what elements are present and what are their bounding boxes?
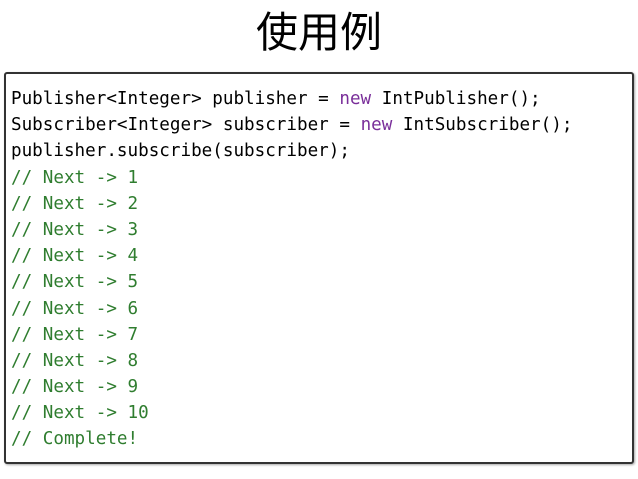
comment-line: // Next -> 10	[11, 403, 149, 424]
comment-line: // Next -> 8	[11, 350, 139, 371]
code-text: Publisher<Integer> publisher =	[11, 89, 340, 109]
code-block: Publisher<Integer> publisher = new IntPu…	[4, 72, 634, 464]
comment-line: // Next -> 1	[11, 167, 139, 188]
keyword-new: new	[339, 89, 372, 109]
comment-line: // Next -> 7	[11, 324, 139, 345]
code-line-subscriber-declaration: Subscriber<Integer> subscriber = new Int…	[11, 112, 572, 138]
comment-line: // Next -> 2	[11, 193, 139, 214]
slide-title: 使用例	[255, 8, 382, 57]
comment-line: // Next -> 5	[11, 272, 139, 293]
comment-line: // Next -> 9	[11, 377, 139, 398]
comment-line-complete: // Complete!	[11, 429, 139, 450]
code-line-subscribe-call: publisher.subscribe(subscriber);	[11, 141, 350, 162]
code-text: Subscriber<Integer> subscriber =	[11, 115, 361, 136]
code-text: IntPublisher();	[371, 89, 541, 109]
keyword-new: new	[360, 115, 393, 136]
comment-line: // Next -> 3	[11, 219, 139, 240]
code-text: IntSubscriber();	[392, 115, 573, 136]
comment-line: // Next -> 6	[11, 298, 139, 319]
code-line-publisher-declaration: Publisher<Integer> publisher = new IntPu…	[11, 86, 572, 112]
comment-line: // Next -> 4	[11, 246, 139, 267]
code-lines: Publisher<Integer> publisher = new IntPu…	[11, 86, 572, 453]
